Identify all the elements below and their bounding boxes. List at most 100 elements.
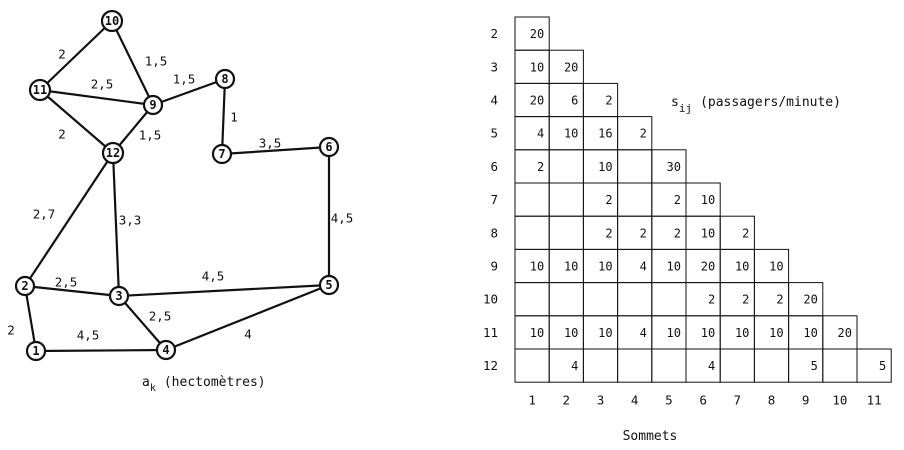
node-label: 2 [21, 279, 28, 293]
node-3: 3 [108, 285, 130, 307]
edge-10-11 [39, 20, 113, 91]
matrix-cell [514, 182, 550, 217]
cell-border [651, 348, 687, 383]
edge-label-4-5: 4 [244, 327, 252, 342]
cell-value: 10 [769, 260, 783, 274]
cell-value: 2 [742, 293, 749, 307]
matrix-cell [617, 282, 653, 317]
node-7: 7 [211, 143, 233, 165]
node-6: 6 [318, 136, 340, 158]
cell-value: 4 [640, 260, 647, 274]
matrix-cell: 10 [685, 215, 721, 250]
matrix-cell [548, 182, 584, 217]
cell-value: 10 [564, 260, 578, 274]
cell-value: 10 [667, 260, 681, 274]
node-label: 4 [162, 343, 169, 357]
matrix-cell: 10 [548, 248, 584, 284]
matrix-cell: 20 [822, 315, 858, 350]
edge-label-11-12: 2 [58, 127, 66, 142]
node-9: 9 [142, 94, 164, 116]
cell-border [582, 348, 619, 383]
matrix-cell: 10 [548, 315, 584, 350]
edge-label-3-4: 2,5 [149, 309, 172, 324]
cell-value: 10 [803, 326, 817, 340]
cell-border [582, 282, 619, 317]
edge-label-9-12: 1,5 [139, 128, 162, 143]
cell-border [514, 282, 550, 317]
node-circle [142, 94, 164, 116]
node-circle [108, 285, 130, 307]
matrix-cell [617, 149, 653, 184]
cell-value: 2 [640, 127, 647, 141]
matrix-unit-text: (passagers/minute) [700, 95, 841, 110]
matrix-cell: 6 [548, 82, 584, 118]
matrix-cell: 10 [685, 315, 721, 350]
cell-value: 10 [701, 226, 715, 240]
node-11: 11 [28, 78, 52, 102]
cell-border [753, 348, 790, 383]
cell-value: 2 [674, 226, 681, 240]
node-label: 12 [106, 146, 120, 160]
graph-caption: ak(hectomètres) [142, 375, 266, 394]
matrix-cell: 10 [753, 248, 790, 284]
edge-label-9-10: 1,5 [145, 54, 168, 69]
node-label: 1 [32, 344, 39, 358]
matrix-cell [514, 282, 550, 317]
matrix-cell: 2 [514, 149, 550, 184]
node-12: 12 [101, 141, 125, 165]
col-label-7: 7 [734, 393, 742, 408]
node-4: 4 [155, 339, 177, 361]
matrix-cell [617, 182, 653, 217]
cell-value: 2 [640, 226, 647, 240]
row-label-5: 5 [490, 126, 498, 141]
cell-value: 10 [564, 127, 578, 141]
node-1: 1 [25, 340, 47, 362]
matrix-cell: 16 [582, 116, 619, 151]
matrix-cell: 10 [582, 149, 619, 184]
cell-value: 10 [769, 326, 783, 340]
cell-border [651, 282, 687, 317]
node-label: 7 [218, 147, 225, 161]
cell-border [719, 348, 755, 383]
row-label-7: 7 [490, 192, 498, 207]
cell-border [548, 182, 584, 217]
node-5: 5 [318, 274, 340, 296]
cell-value: 10 [735, 260, 749, 274]
edge-9-11 [39, 88, 154, 107]
matrix-cell: 2 [617, 215, 653, 250]
edge-9-10 [111, 20, 154, 106]
row-label-10: 10 [483, 292, 498, 307]
cell-border [617, 182, 653, 217]
cell-value: 10 [735, 326, 749, 340]
matrix-cell: 2 [582, 82, 619, 118]
node-circle [28, 78, 52, 102]
col-label-10: 10 [832, 393, 847, 408]
cell-value: 10 [530, 326, 544, 340]
cell-value: 5 [879, 359, 886, 373]
matrix-cell: 20 [685, 248, 721, 284]
cell-value: 10 [667, 326, 681, 340]
cell-value: 4 [640, 326, 647, 340]
cell-border [548, 215, 584, 250]
node-circle [14, 275, 36, 297]
edge-11-12 [39, 89, 114, 154]
matrix-unit-symbol: s [671, 95, 679, 110]
row-label-9: 9 [490, 259, 498, 274]
row-label-8: 8 [490, 225, 498, 240]
cell-border [548, 282, 584, 317]
cell-value: 30 [667, 160, 681, 174]
row-label-2: 2 [490, 26, 498, 41]
row-label-11: 11 [483, 325, 498, 340]
matrix-cell [582, 348, 619, 383]
edge-label-5-6: 4,5 [331, 211, 354, 226]
cell-value: 20 [530, 27, 544, 41]
matrix-cell [582, 282, 619, 317]
cell-value: 20 [838, 326, 852, 340]
edge-4-5 [165, 283, 330, 352]
